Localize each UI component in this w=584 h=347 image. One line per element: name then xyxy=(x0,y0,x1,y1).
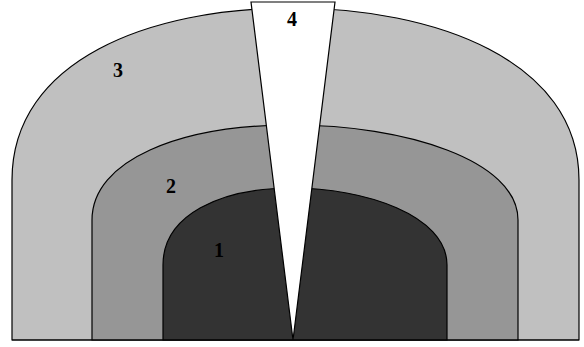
callout-number: 4 xyxy=(287,9,297,29)
base-line xyxy=(12,339,579,340)
callout-number: 1 xyxy=(214,240,224,260)
wedge xyxy=(251,2,335,340)
callout-number: 2 xyxy=(166,176,176,196)
callout-number: 3 xyxy=(113,60,123,80)
